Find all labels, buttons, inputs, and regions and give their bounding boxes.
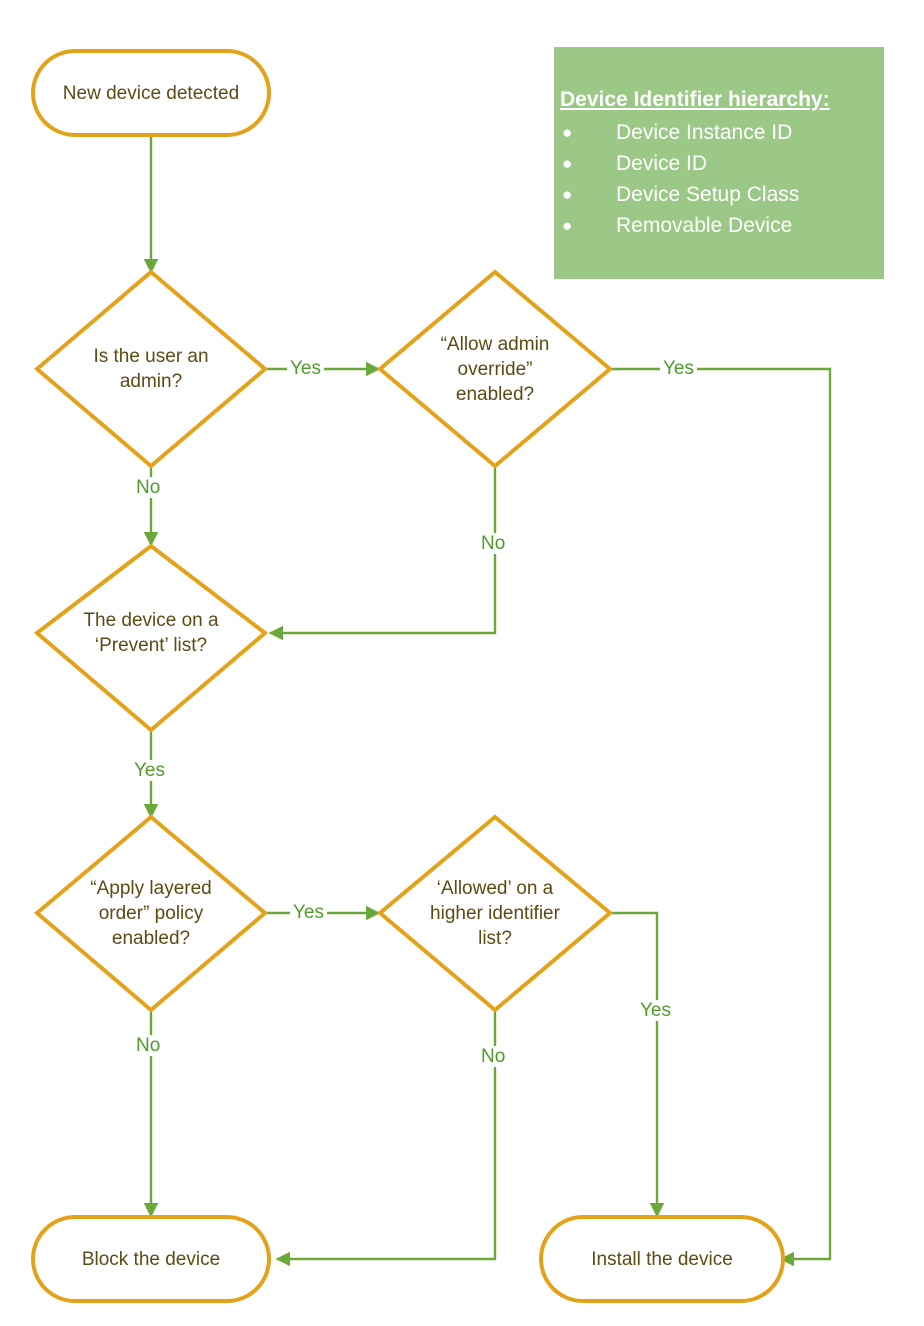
legend-item-list: ● Device Instance ID ● Device ID ● Devic… xyxy=(554,117,884,241)
legend-item-label: Device Setup Class xyxy=(616,183,800,206)
node-install-shape xyxy=(539,1215,785,1303)
edge-label-layered-order-yes: Yes xyxy=(290,902,327,923)
edge-admin-override-yes xyxy=(610,367,832,1267)
edge-label-is-admin-no: No xyxy=(133,477,164,498)
bullet-icon: ● xyxy=(562,123,573,142)
list-item: ● Device ID xyxy=(554,148,884,179)
list-item: ● Device Setup Class xyxy=(554,179,884,210)
node-block-shape xyxy=(31,1215,271,1303)
node-start-shape xyxy=(31,49,271,137)
edge-allowed-higher-yes xyxy=(610,911,665,1218)
edge-label-is-admin-yes: Yes xyxy=(287,358,324,379)
node-prevent-list-shape xyxy=(33,543,269,733)
edge-label-prevent-list-yes: Yes xyxy=(131,760,168,781)
bullet-icon: ● xyxy=(562,185,573,204)
legend-title: Device Identifier hierarchy: xyxy=(560,88,830,111)
legend-item-label: Removable Device xyxy=(616,214,793,237)
list-item: ● Removable Device xyxy=(554,210,884,241)
bullet-icon: ● xyxy=(562,154,573,173)
edge-label-layered-order-no: No xyxy=(133,1035,164,1056)
edge-label-admin-override-yes: Yes xyxy=(660,358,697,379)
legend-item-label: Device ID xyxy=(616,152,708,175)
edge-label-allowed-higher-no: No xyxy=(478,1046,509,1067)
list-item: ● Device Instance ID xyxy=(554,117,884,148)
node-allowed-higher-shape xyxy=(376,814,614,1013)
edge-label-allowed-higher-yes: Yes xyxy=(637,1000,674,1021)
node-layered-order-shape xyxy=(33,814,269,1013)
node-admin-override-shape xyxy=(376,269,614,469)
edge-admin-override-no xyxy=(268,466,497,641)
device-identifier-hierarchy-legend: Device Identifier hierarchy: ● Device In… xyxy=(554,47,884,279)
legend-item-label: Device Instance ID xyxy=(616,121,793,144)
bullet-icon: ● xyxy=(562,216,573,235)
edge-allowed-higher-no xyxy=(275,1010,497,1267)
node-is-admin-shape xyxy=(33,269,269,469)
edge-label-admin-override-no: No xyxy=(478,533,509,554)
